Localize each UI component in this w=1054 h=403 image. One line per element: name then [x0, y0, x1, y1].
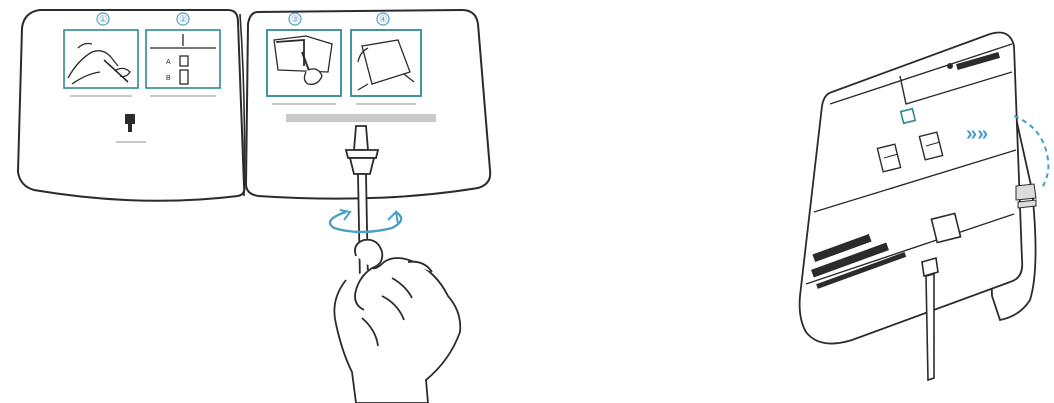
hinge-strip	[1015, 183, 1037, 209]
brand-logo-icon	[947, 63, 953, 69]
chevrons-label: »»	[966, 123, 988, 145]
open-test-card	[16, 8, 492, 202]
fold-arc-icon	[1013, 115, 1050, 189]
hand-swab-icon	[63, 29, 139, 89]
step-1-label: ①	[99, 14, 107, 24]
label-bar	[286, 114, 436, 122]
step-3-label: ③	[291, 14, 299, 24]
indicator-square	[899, 107, 917, 125]
step-2-label: ②	[179, 14, 187, 24]
step-4-label: ④	[379, 14, 387, 24]
svg-text:B: B	[166, 75, 171, 82]
result-windows	[876, 131, 944, 173]
device-body	[798, 31, 1024, 345]
card-spine	[239, 13, 246, 197]
rotate-arrow-icon	[328, 209, 403, 234]
hand-icon	[333, 238, 462, 403]
step-badges: ① ② ③ ④	[96, 12, 390, 26]
card-left-panel	[16, 9, 246, 202]
device-swab-stick	[921, 256, 939, 382]
tube-rack-icon: A B	[145, 29, 221, 89]
svg-text:A: A	[166, 59, 171, 66]
instruction-small-icon	[116, 114, 146, 143]
card-fold-icon	[350, 29, 422, 97]
sample-well	[930, 212, 962, 244]
fold-direction-arrows: »»	[966, 115, 1050, 189]
swab-card-icon	[266, 29, 342, 97]
device-label-block	[811, 233, 907, 289]
closed-test-device	[798, 31, 1037, 345]
